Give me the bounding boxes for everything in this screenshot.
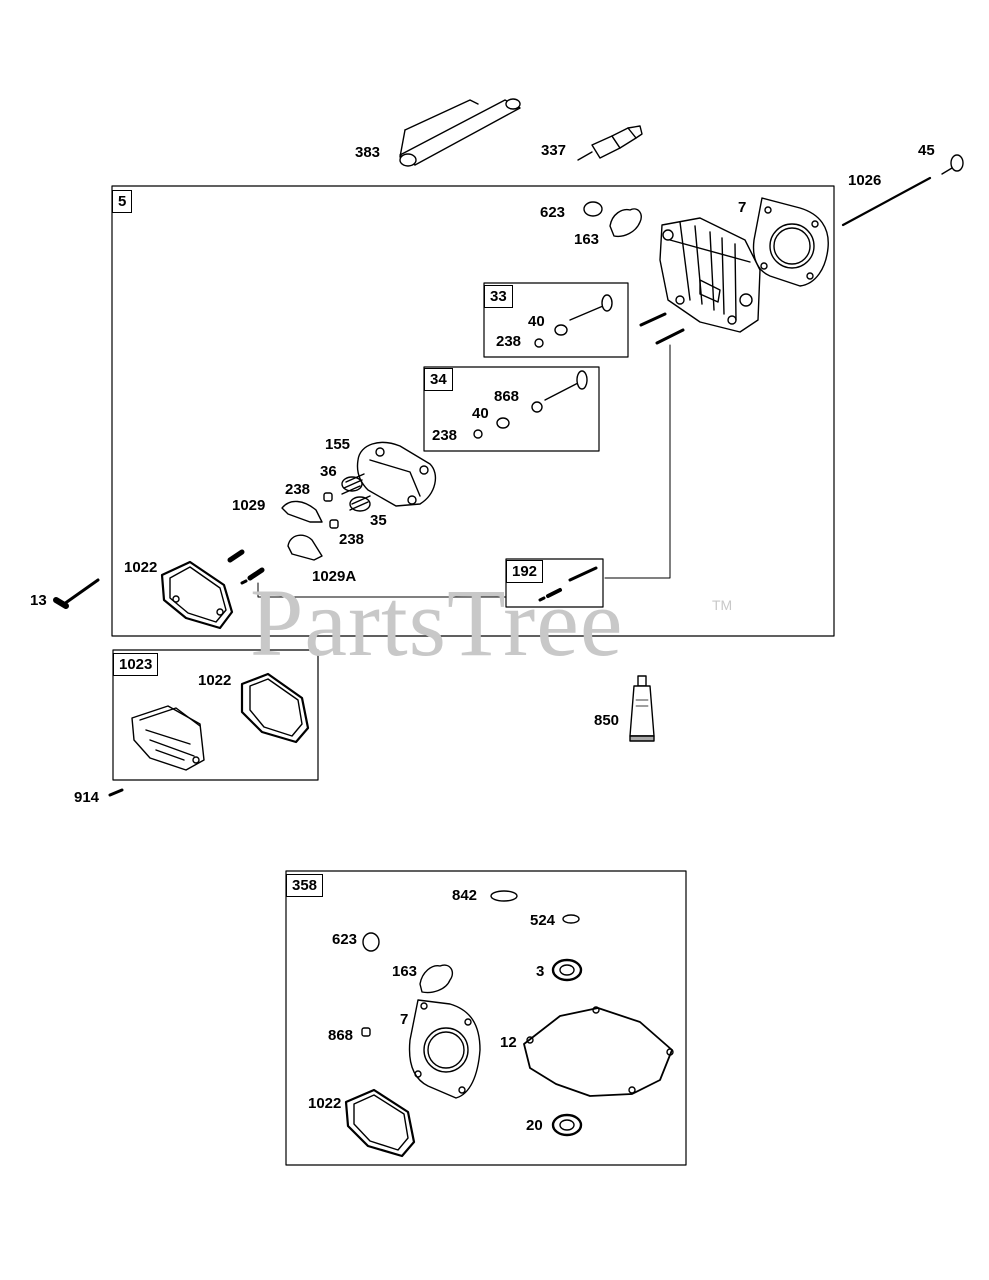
group-tag-192: 192: [506, 560, 544, 583]
part-label-868: 868: [494, 388, 520, 405]
part-label-1029A: 1029A: [312, 568, 357, 585]
oil-seal-icon: [551, 958, 583, 982]
group-tag-5: 5: [112, 190, 133, 213]
part-label-163: 163: [392, 963, 418, 980]
part-label-623: 623: [540, 204, 566, 221]
rocker-arm-icon: [287, 534, 323, 561]
part-label-1022: 1022: [198, 672, 232, 689]
valve-keeper-icon: [329, 519, 339, 529]
group-192-box: [505, 558, 604, 608]
exhaust-valve-icon: [534, 294, 613, 348]
part-label-40: 40: [528, 313, 545, 330]
seal-ring-icon: [490, 890, 518, 902]
exhaust-gasket-icon: [419, 964, 454, 994]
group-tag-34: 34: [424, 368, 453, 391]
part-label-7: 7: [738, 199, 747, 216]
part-label-1022: 1022: [308, 1095, 342, 1112]
valve-tool-icon: [399, 98, 521, 167]
part-label-623: 623: [332, 931, 358, 948]
watermark: PartsTree: [250, 569, 624, 676]
part-label-13: 13: [30, 592, 47, 609]
part-label-1022: 1022: [124, 559, 158, 576]
part-label-383: 383: [355, 144, 381, 161]
part-label-3: 3: [536, 963, 545, 980]
valve-keeper-icon: [361, 1027, 371, 1037]
group-358-box: [285, 870, 687, 1166]
head-gasket-icon: [408, 999, 481, 1099]
valve-spring-icon: [341, 473, 371, 512]
part-label-163: 163: [574, 231, 600, 248]
sealant-tube-icon: [629, 675, 655, 742]
part-label-524: 524: [530, 912, 556, 929]
part-label-238: 238: [285, 481, 311, 498]
part-label-1029: 1029: [232, 497, 266, 514]
rocker-arm-icon: [281, 500, 323, 523]
push-rod-icon: [841, 176, 932, 227]
part-label-238: 238: [496, 333, 522, 350]
part-label-238: 238: [339, 531, 365, 548]
group-34-box: [423, 366, 600, 452]
group-tag-358: 358: [286, 874, 324, 897]
valve-keeper-icon: [323, 492, 333, 502]
part-label-238: 238: [432, 427, 458, 444]
part-label-868: 868: [328, 1027, 354, 1044]
part-label-7: 7: [400, 1011, 409, 1028]
part-label-35: 35: [370, 512, 387, 529]
part-label-40: 40: [472, 405, 489, 422]
rocker-cover-gasket-icon: [160, 560, 234, 630]
valve-cap-icon: [941, 154, 964, 175]
rocker-stud-icon: [538, 566, 598, 602]
oil-seal-icon: [551, 1113, 583, 1137]
screw-icon: [108, 788, 124, 797]
part-label-337: 337: [541, 142, 567, 159]
part-label-36: 36: [320, 463, 337, 480]
group-tag-33: 33: [484, 285, 513, 308]
part-label-45: 45: [918, 142, 935, 159]
part-label-155: 155: [325, 436, 351, 453]
head-gasket-icon: [752, 197, 829, 287]
intake-valve-icon: [473, 370, 588, 439]
connector-line-bolt: [257, 582, 507, 598]
long-bolt-icon: [53, 578, 100, 609]
seal-ring-icon: [362, 932, 380, 952]
part-label-914: 914: [74, 789, 100, 806]
bolt-icon: [227, 549, 265, 585]
connector-line-192: [604, 344, 671, 579]
seal-ring-icon: [583, 201, 603, 217]
rocker-cover-gasket-icon: [344, 1088, 416, 1158]
part-label-20: 20: [526, 1117, 543, 1134]
part-label-1026: 1026: [848, 172, 882, 189]
group-1023-box: [112, 649, 319, 781]
rocker-cover-gasket-icon: [240, 672, 310, 744]
group-tag-1023: 1023: [113, 653, 159, 676]
rocker-housing-icon: [356, 441, 437, 507]
trademark-mark: TM: [712, 597, 733, 613]
part-label-12: 12: [500, 1034, 517, 1051]
part-label-850: 850: [594, 712, 620, 729]
group-5-box: [111, 185, 835, 637]
stud-icon: [639, 312, 685, 345]
spark-plug-icon: [577, 125, 643, 161]
cylinder-head-icon: [659, 217, 761, 333]
exhaust-gasket-icon: [609, 208, 642, 238]
part-label-842: 842: [452, 887, 478, 904]
seal-ring-icon: [562, 914, 580, 924]
crankcase-gasket-icon: [523, 1006, 674, 1097]
group-33-box: [483, 282, 629, 358]
rocker-cover-icon: [131, 705, 205, 771]
